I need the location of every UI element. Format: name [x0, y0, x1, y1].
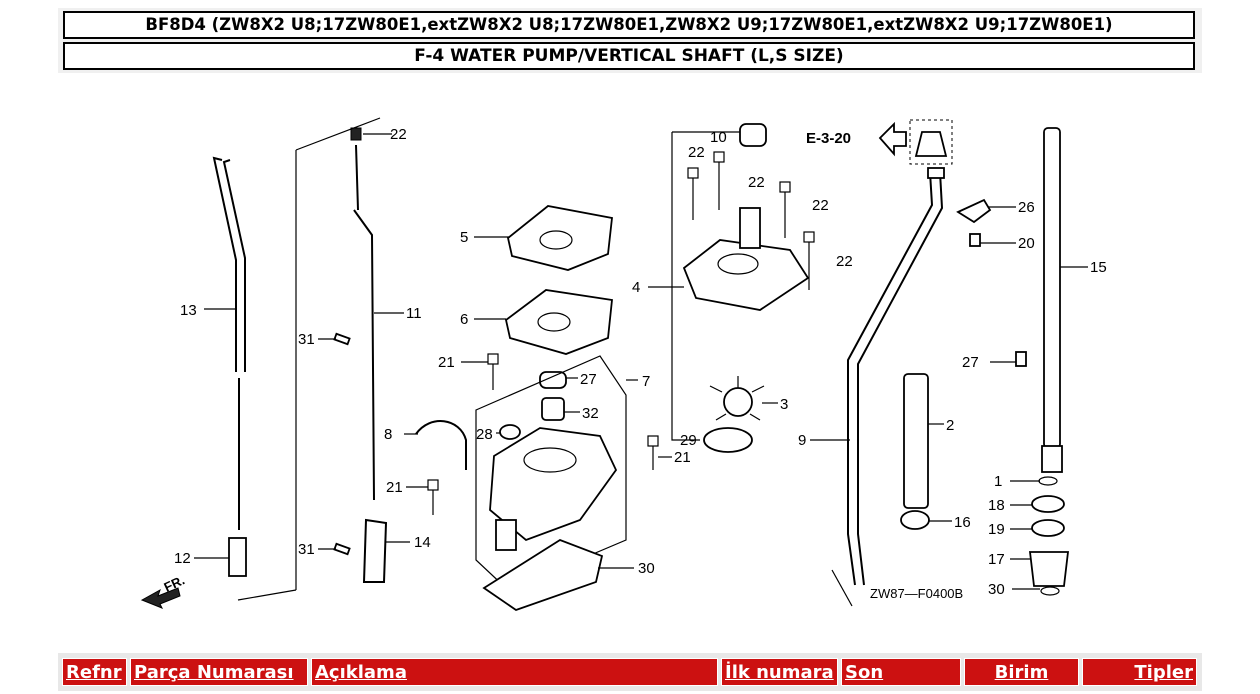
pump-housing-7[interactable]: [489, 427, 618, 542]
callout-24[interactable]: 27: [962, 354, 979, 371]
callout-22c[interactable]: 22: [812, 197, 829, 214]
col-last[interactable]: Son: [841, 658, 961, 686]
section-title: F-4 WATER PUMP/VERTICAL SHAFT (L,S SIZE): [63, 42, 1195, 70]
col-refnr-link[interactable]: Refnr: [66, 662, 122, 683]
gasket-5[interactable]: [506, 205, 613, 271]
seal-16[interactable]: [900, 510, 930, 530]
callout-13[interactable]: 13: [180, 302, 197, 319]
callout-31b[interactable]: 31: [298, 541, 315, 558]
callout-8[interactable]: 8: [384, 426, 392, 443]
drawing-code: ZW87—F0400B: [870, 586, 963, 601]
callout-31a[interactable]: 31: [298, 331, 315, 348]
callout-5[interactable]: 5: [460, 229, 468, 246]
callout-16[interactable]: 16: [954, 514, 971, 531]
ref-e-3-20[interactable]: E-3-20: [806, 130, 851, 147]
callout-7[interactable]: 7: [642, 373, 650, 390]
col-first-number-link[interactable]: İlk numara: [725, 662, 834, 683]
callout-12[interactable]: 12: [174, 550, 191, 567]
model-title: BF8D4 (ZW8X2 U8;17ZW80E1,extZW8X2 U8;17Z…: [63, 11, 1195, 39]
callout-20[interactable]: 20: [1018, 235, 1035, 252]
callout-2[interactable]: 2: [946, 417, 954, 434]
callout-22a[interactable]: 22: [688, 144, 705, 161]
col-types-link[interactable]: Tipler: [1134, 662, 1193, 683]
callout-9[interactable]: 9: [798, 432, 806, 449]
gasket-28[interactable]: [482, 538, 604, 612]
col-refnr[interactable]: Refnr: [62, 658, 127, 686]
callout-15[interactable]: 15: [1090, 259, 1107, 276]
callout-21a[interactable]: 21: [438, 354, 455, 371]
callout-11[interactable]: 11: [406, 305, 422, 322]
col-description[interactable]: Açıklama: [311, 658, 718, 686]
col-types[interactable]: Tipler: [1082, 658, 1197, 686]
clip-23[interactable]: [956, 198, 992, 224]
callout-10[interactable]: 10: [710, 129, 727, 146]
callout-30[interactable]: 30: [988, 581, 1005, 598]
parts-table-header: Refnr Parça Numarası Açıklama İlk numara…: [58, 653, 1202, 691]
col-part-number[interactable]: Parça Numarası: [130, 658, 308, 686]
callout-1[interactable]: 1: [994, 473, 1002, 490]
callout-4[interactable]: 4: [632, 279, 640, 296]
col-first-number[interactable]: İlk numara: [721, 658, 838, 686]
pump-cover-4[interactable]: [682, 239, 810, 311]
pinion-gear-17[interactable]: [1028, 551, 1070, 587]
col-last-link[interactable]: Son: [845, 662, 884, 683]
oring-27[interactable]: [703, 427, 753, 453]
callout-21c[interactable]: 21: [674, 449, 691, 466]
callout-22b[interactable]: 22: [748, 174, 765, 191]
rod-11[interactable]: [350, 127, 388, 583]
callout-6[interactable]: 6: [460, 311, 468, 328]
parts-diagram: 22 13 11 31 31 12 14 5 6 21 8 21 27 32 2…: [140, 117, 1107, 612]
callout-14[interactable]: 14: [414, 534, 431, 551]
water-tube-9[interactable]: [847, 171, 934, 586]
callout-3[interactable]: 3: [780, 396, 788, 413]
col-description-link[interactable]: Açıklama: [315, 662, 407, 683]
callout-27[interactable]: 29: [680, 432, 697, 449]
callout-29[interactable]: 22: [390, 126, 407, 143]
callout-19[interactable]: 19: [988, 521, 1005, 538]
front-label: FR.: [162, 572, 187, 594]
header-area: BF8D4 (ZW8X2 U8;17ZW80E1,extZW8X2 U8;17Z…: [58, 8, 1202, 73]
vertical-shaft-15[interactable]: [1041, 127, 1063, 473]
callout-21b[interactable]: 21: [386, 479, 403, 496]
callout-22d[interactable]: 22: [836, 253, 853, 270]
gasket-6[interactable]: [504, 289, 613, 355]
col-unit[interactable]: Birim: [964, 658, 1079, 686]
strap-8[interactable]: [415, 420, 467, 470]
impeller-3[interactable]: [709, 376, 765, 421]
rod-13[interactable]: [212, 156, 247, 577]
callout-23[interactable]: 26: [1018, 199, 1035, 216]
col-unit-link[interactable]: Birim: [994, 662, 1049, 683]
callout-32[interactable]: 32: [582, 405, 599, 422]
grommet-10[interactable]: [739, 123, 767, 147]
callout-26[interactable]: 28: [476, 426, 493, 443]
tube-2[interactable]: [903, 373, 929, 509]
callout-17[interactable]: 17: [988, 551, 1005, 568]
callout-18[interactable]: 18: [988, 497, 1005, 514]
col-part-number-link[interactable]: Parça Numarası: [134, 662, 294, 683]
callout-28[interactable]: 30: [638, 560, 655, 577]
callout-25[interactable]: 27: [580, 371, 597, 388]
